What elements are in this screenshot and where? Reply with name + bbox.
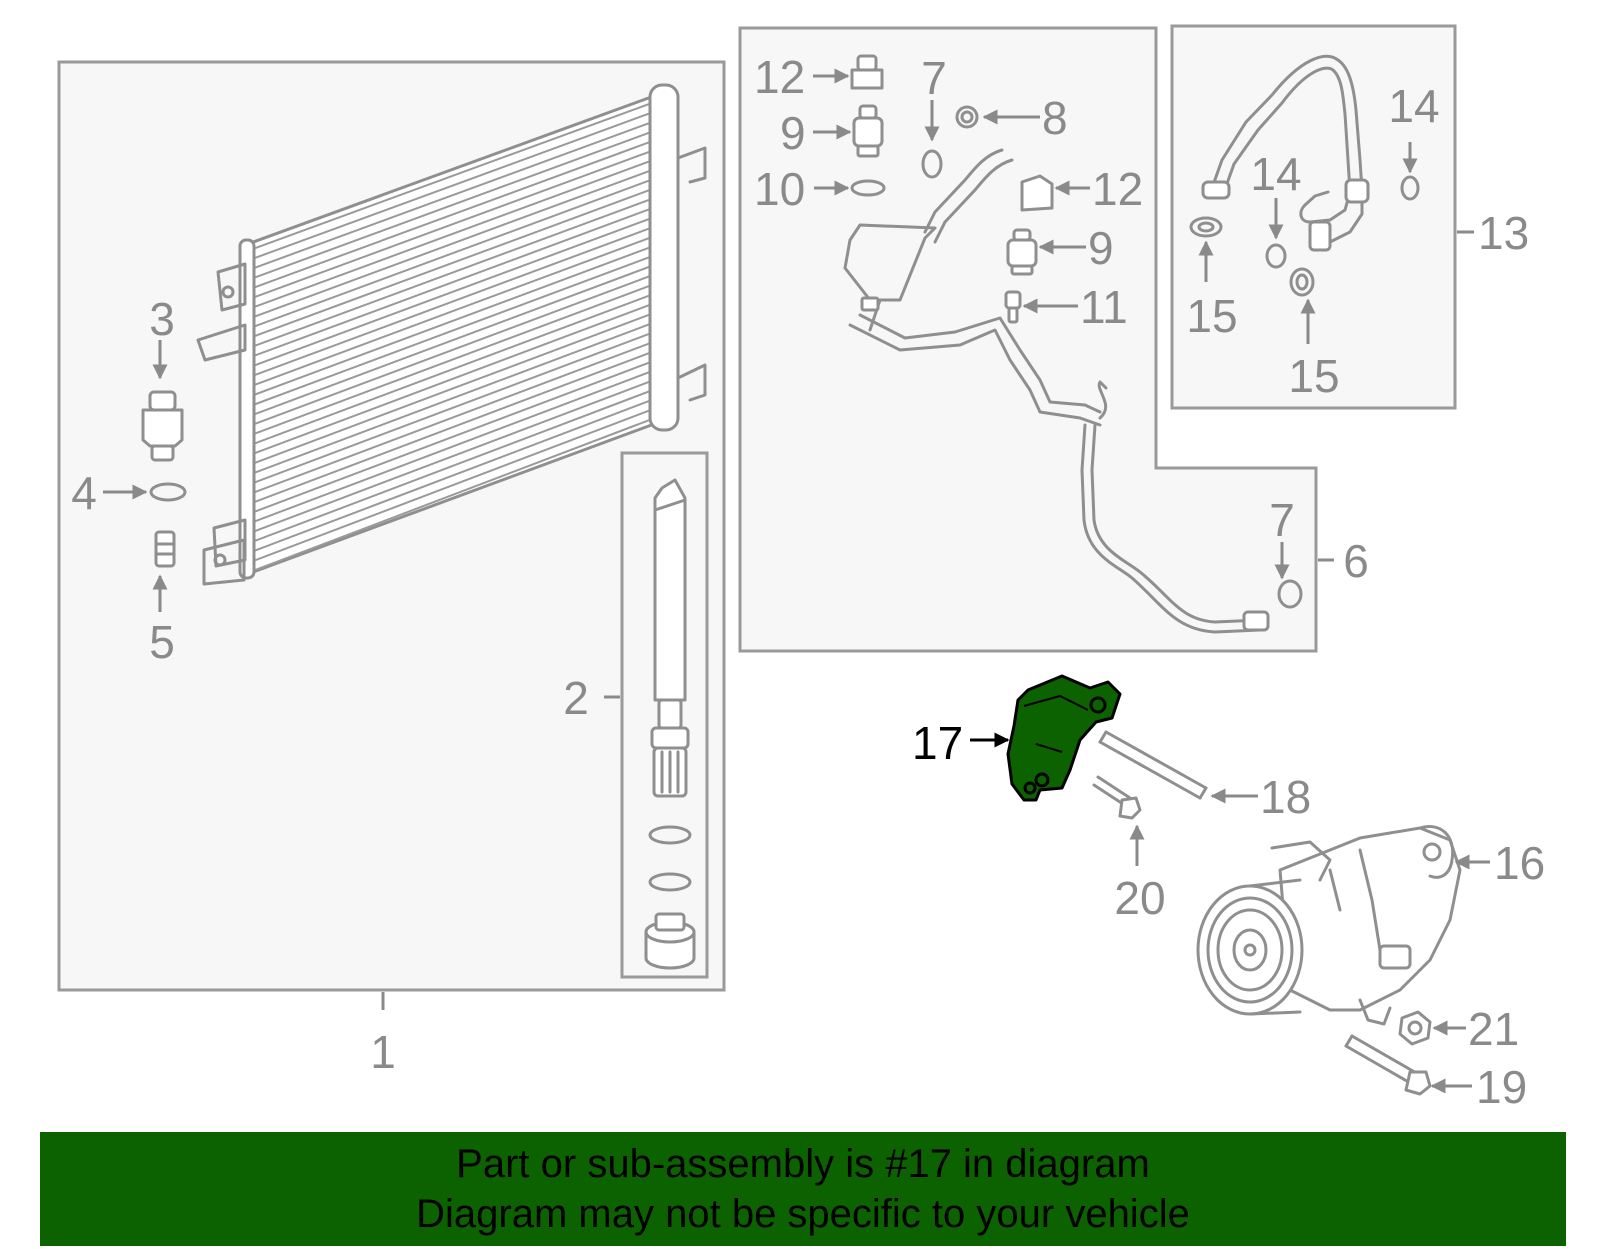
callout-11: 11: [1080, 281, 1128, 333]
bolt-20[interactable]: [1092, 775, 1142, 820]
callout-7-top: 7: [921, 52, 947, 104]
receiver-drier-part[interactable]: [650, 478, 690, 798]
callout-16: 16: [1494, 837, 1545, 889]
callout-12-right: 12: [1092, 163, 1143, 215]
ac-line-part[interactable]: [843, 148, 1270, 634]
stud-18[interactable]: [1098, 730, 1208, 800]
info-banner: Part or sub-assembly is #17 in diagram D…: [40, 1132, 1566, 1246]
callout-1: 1: [370, 1026, 396, 1078]
callout-15-left: 15: [1186, 290, 1237, 342]
suction-hose-part[interactable]: [1201, 54, 1370, 252]
drier-o-ring-2[interactable]: [648, 872, 692, 892]
seal-15-right[interactable]: [1289, 267, 1315, 297]
callout-7-right: 7: [1269, 494, 1295, 546]
o-ring-8[interactable]: [955, 105, 979, 129]
compressor-bracket-part-17[interactable]: [1006, 674, 1122, 802]
o-ring-7-top[interactable]: [921, 149, 943, 179]
callout-3: 3: [149, 293, 175, 345]
seal-15-left[interactable]: [1189, 216, 1223, 238]
cap-12-right[interactable]: [1020, 174, 1054, 212]
seal-10[interactable]: [850, 179, 886, 197]
bolt-19[interactable]: [1344, 1034, 1432, 1096]
valve-9-right[interactable]: [1006, 228, 1038, 276]
condenser-part[interactable]: [196, 83, 707, 586]
callout-6: 6: [1343, 535, 1369, 587]
o-ring-14-right[interactable]: [1400, 175, 1420, 201]
pressure-sensor-part[interactable]: [141, 390, 184, 462]
cap-12-top[interactable]: [850, 54, 884, 90]
sensor-11[interactable]: [1004, 290, 1022, 324]
callout-14-left: 14: [1250, 148, 1301, 200]
o-ring-7-right[interactable]: [1277, 579, 1303, 609]
callout-13: 13: [1478, 207, 1529, 259]
o-ring-14-left[interactable]: [1265, 243, 1287, 269]
banner-line-2: Diagram may not be specific to your vehi…: [416, 1192, 1190, 1236]
callout-15-right: 15: [1288, 350, 1339, 402]
callout-21: 21: [1468, 1003, 1519, 1055]
drier-o-ring-1[interactable]: [648, 825, 692, 845]
callout-14-right: 14: [1388, 80, 1439, 132]
valve-9-top[interactable]: [852, 104, 884, 158]
callout-5: 5: [149, 616, 175, 668]
callout-8: 8: [1042, 92, 1068, 144]
callout-10: 10: [754, 163, 805, 215]
drier-plug-part[interactable]: [644, 912, 696, 970]
callout-4: 4: [71, 467, 97, 519]
banner-line-1: Part or sub-assembly is #17 in diagram: [456, 1142, 1150, 1186]
callout-17: 17: [912, 717, 963, 769]
callout-9-top: 9: [780, 107, 806, 159]
callout-12-top: 12: [754, 51, 805, 103]
nut-21[interactable]: [1398, 1010, 1432, 1046]
callout-18: 18: [1260, 771, 1311, 823]
valve-core-part[interactable]: [154, 530, 176, 568]
callout-20: 20: [1114, 872, 1165, 924]
callout-19: 19: [1476, 1061, 1527, 1113]
ac-compressor-part[interactable]: [1196, 825, 1462, 1026]
o-ring-part[interactable]: [149, 482, 187, 502]
suction-hose-group-box: [1170, 24, 1457, 410]
liquid-line-group-box: [738, 26, 1318, 653]
callout-9-right: 9: [1088, 222, 1114, 274]
callout-2: 2: [563, 672, 589, 724]
